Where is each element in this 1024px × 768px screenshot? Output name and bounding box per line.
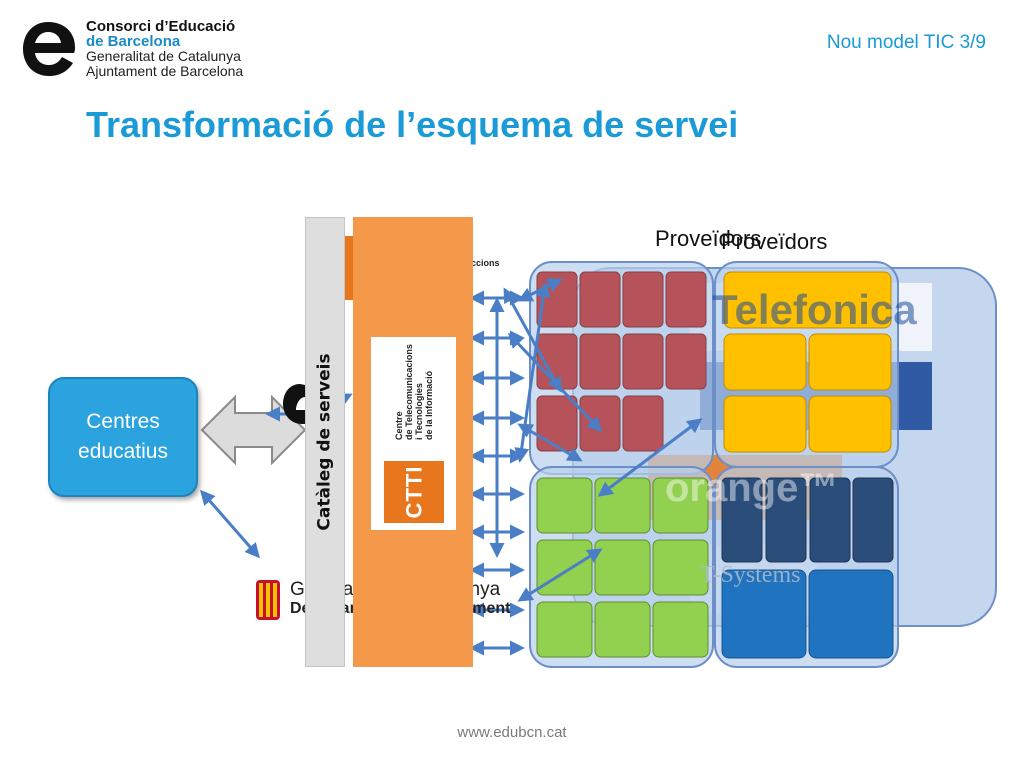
connector-arrows (469, 278, 703, 656)
cataleg-serveis-text: Catàleg de serveis (315, 353, 336, 531)
yellow-tiles (723, 271, 892, 453)
telefonica-brand: Telefonica (712, 286, 917, 333)
ctti-logo-icon (384, 461, 444, 523)
consorci-logo-fragment-icon (283, 384, 305, 424)
consorci-logo-text: Consorci d’Educació de Barcelona General… (86, 19, 243, 79)
logo-line-3: Generalitat de Catalunya (86, 48, 241, 64)
navy-tiles (721, 477, 894, 563)
ctti-text-line-1: Centre (394, 411, 404, 440)
slide-title: Transformació de l’esquema de servei (86, 104, 739, 145)
ctti-text-line-4: de la Informació (424, 370, 434, 440)
centres-educatius-box: Centres educatius (48, 377, 198, 497)
ctti-name-text: Centre de Telecomunicacions i Tecnologie… (375, 341, 453, 443)
gencat-shield-icon (256, 580, 280, 620)
ctti-logo-label: CTTI (384, 461, 444, 523)
cataleg-serveis-bar (305, 217, 345, 667)
blue-tiles (721, 569, 894, 659)
logo-line-2: de Barcelona (86, 33, 181, 50)
logo-line-4: Ajuntament de Barcelona (86, 63, 244, 79)
orange-brand: orange™ (665, 466, 839, 510)
providers-label-b: Proveïdors (721, 229, 828, 254)
ctti-logo-text: CTTI (400, 465, 426, 519)
ctti-text-line-3: i Tecnologies (414, 383, 424, 440)
centres-line-1: Centres (86, 410, 160, 433)
providers-label-a: Proveïdors (655, 226, 762, 251)
footer-url: www.edubcn.cat (457, 724, 567, 741)
centres-line-2: educatius (78, 440, 168, 463)
consorci-logo-icon (23, 22, 75, 76)
logo-line-1: Consorci d’Educació (86, 18, 236, 35)
slide-tag: Nou model TIC 3/9 (826, 32, 986, 53)
cataleg-serveis-label: Catàleg de serveis (305, 217, 345, 667)
ctti-text-line-2: de Telecomunicacions (404, 344, 414, 440)
centres-gencat-arrow (200, 489, 260, 559)
ctti-telecom-fragment: ccions (471, 258, 500, 268)
tsystems-brand: T-Systems (700, 562, 801, 588)
